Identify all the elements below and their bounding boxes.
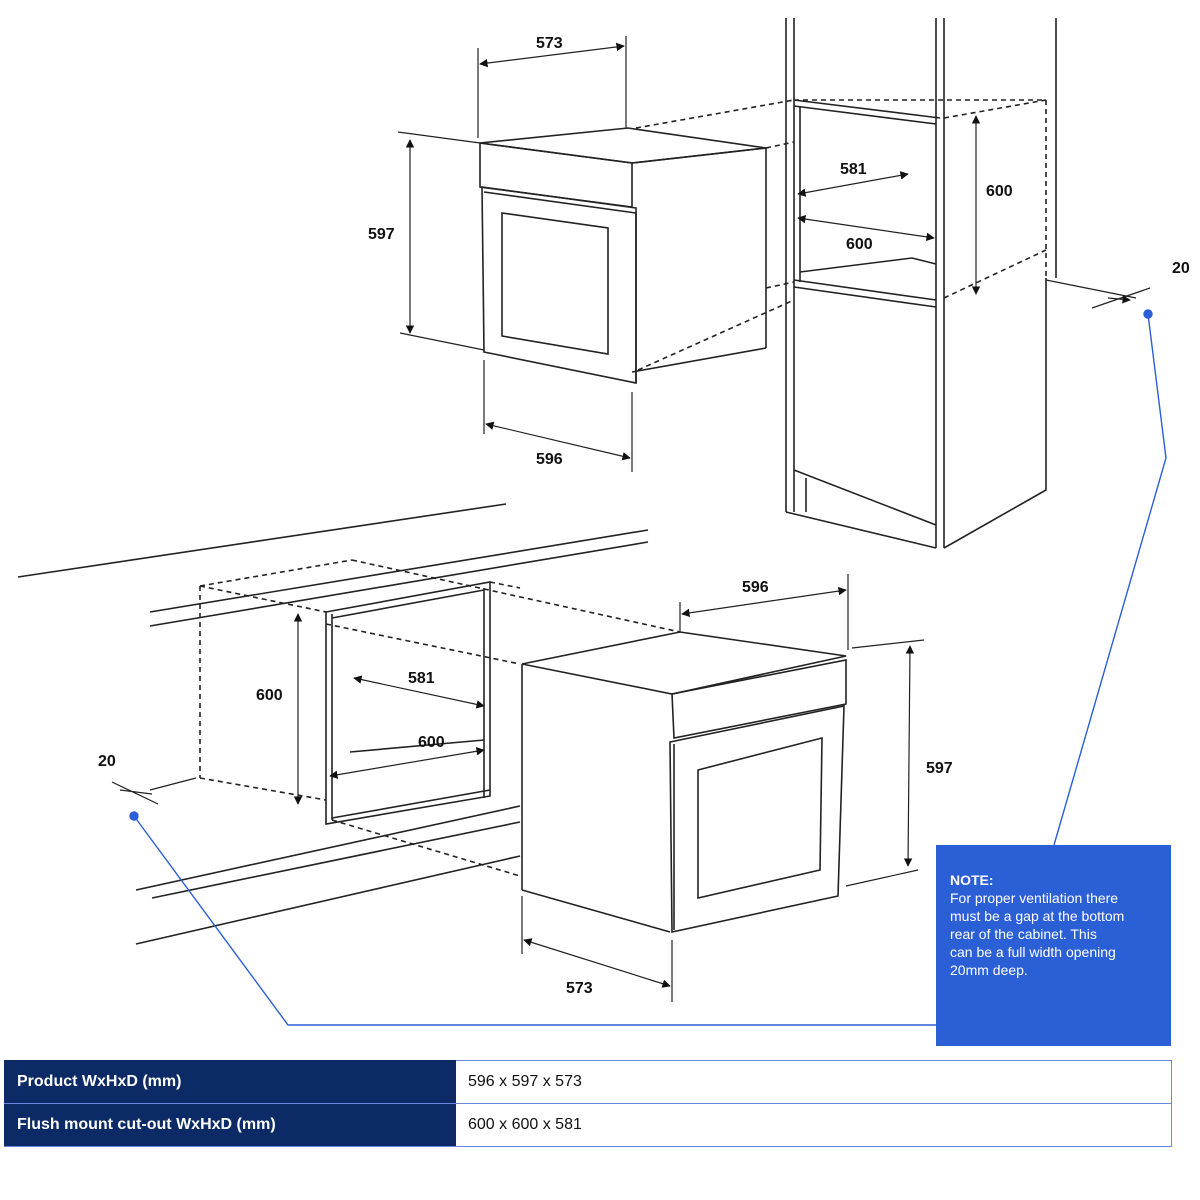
row-label-cutout: Flush mount cut-out WxHxD (mm) [4,1103,456,1147]
bottom-oven [521,631,847,933]
row-value-product: 596 x 597 x 573 [455,1060,1172,1104]
dim-bottom-oven-depth: 573 [566,980,593,997]
dim-top-oven-width: 596 [536,451,563,468]
table-row: Product WxHxD (mm) 596 x 597 x 573 [4,1060,1172,1104]
bottom-dimension-lines [111,574,925,1002]
top-dimension-lines [397,36,1151,472]
tall-cabinet [785,18,1057,549]
dim-bottom-vent-gap: 20 [98,753,116,770]
installation-diagram: 573 597 596 581 600 600 20 596 597 573 6… [17,18,1190,1026]
dim-bottom-oven-width: 596 [742,579,769,596]
ventilation-note: NOTE: For proper ventilation there must … [936,845,1171,1046]
dimensions-table: Product WxHxD (mm) 596 x 597 x 573 Flush… [4,1060,1172,1147]
bottom-installation [17,503,925,1002]
dim-top-oven-depth: 573 [536,35,563,52]
dim-top-oven-height: 597 [368,226,395,243]
dim-top-cutout-width: 600 [846,236,873,253]
bottom-cutout [325,581,491,825]
dim-bottom-cutout-height: 600 [256,687,283,704]
dim-top-vent-gap: 20 [1172,260,1190,277]
dim-bottom-cutout-depth: 581 [408,670,435,687]
dim-bottom-cutout-width: 600 [418,734,445,751]
dim-top-cutout-height: 600 [986,183,1013,200]
note-line: 20mm deep. [950,962,1028,978]
note-line: must be a gap at the bottom [950,908,1125,924]
table-row: Flush mount cut-out WxHxD (mm) 600 x 600… [4,1103,1172,1147]
bottom-cutout-outline [199,559,681,877]
dim-bottom-oven-height: 597 [926,760,953,777]
dim-top-cutout-depth: 581 [840,161,867,178]
top-oven [479,127,767,384]
top-installation [397,18,1151,549]
ventilation-callouts [129,309,1167,1026]
note-line: rear of the cabinet. This [950,926,1097,942]
note-title: NOTE: [950,872,994,888]
top-cutout-outline [635,99,1047,371]
benchtop-lines [17,503,649,945]
row-value-cutout: 600 x 600 x 581 [455,1103,1172,1147]
note-line: can be a full width opening [950,944,1116,960]
row-label-product: Product WxHxD (mm) [4,1060,456,1104]
note-line: For proper ventilation there [950,890,1119,906]
